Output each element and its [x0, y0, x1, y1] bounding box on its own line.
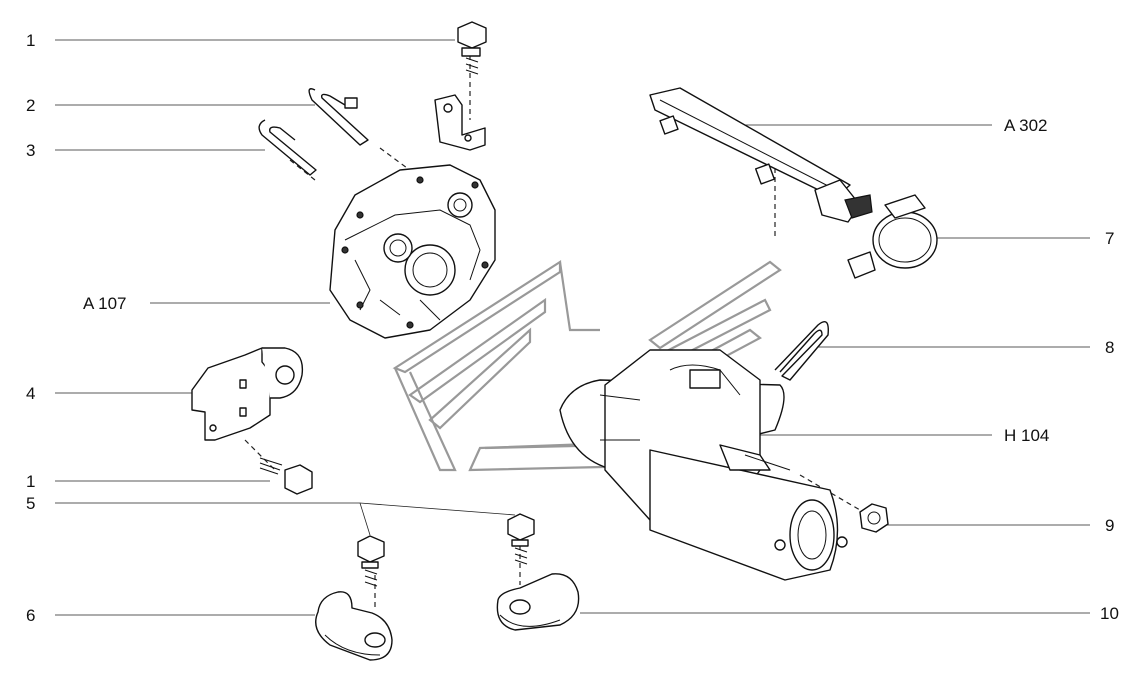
clamp-6 [315, 591, 393, 661]
bolt-bottom [259, 457, 313, 495]
bolt-5-right [507, 513, 535, 565]
tube-assembly-a302 [649, 87, 873, 223]
clip-2 [308, 88, 369, 146]
starter-motor-h104 [559, 349, 848, 581]
callout-5: 5 [26, 494, 35, 513]
callout-labels: 1 2 3 A 107 4 1 5 6 A 302 7 8 H 104 9 10 [26, 31, 1119, 625]
hose-clamp-7 [847, 194, 938, 279]
bolt-top [457, 21, 487, 75]
callout-9: 9 [1105, 516, 1114, 535]
clamp-10 [496, 573, 580, 631]
callout-a302: A 302 [1004, 116, 1048, 135]
flywheel-housing-a107 [329, 164, 496, 339]
callout-1-bottom: 1 [26, 472, 35, 491]
callout-3: 3 [26, 141, 35, 160]
clip-3 [258, 119, 317, 176]
callout-h104: H 104 [1004, 426, 1049, 445]
callout-4: 4 [26, 384, 35, 403]
callout-8: 8 [1105, 338, 1114, 357]
callout-a107: A 107 [83, 294, 127, 313]
callout-1-top: 1 [26, 31, 35, 50]
small-bracket [434, 94, 486, 151]
bolt-5-left [357, 535, 385, 587]
callout-7: 7 [1105, 229, 1114, 248]
bracket-4 [191, 347, 304, 441]
callout-6: 6 [26, 606, 35, 625]
leader-lines [55, 39, 1090, 616]
clip-8 [774, 321, 829, 381]
callout-10: 10 [1100, 604, 1119, 623]
callout-2: 2 [26, 96, 35, 115]
nut-9 [859, 503, 889, 533]
